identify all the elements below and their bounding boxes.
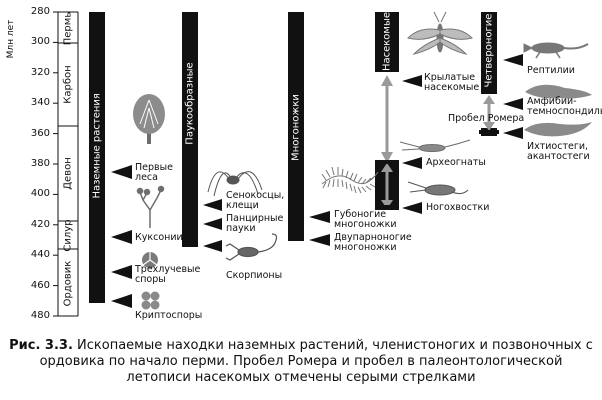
label-cooksonia: Куксонии: [135, 232, 183, 243]
temnospondyl-icon: [525, 84, 592, 99]
tree-icon: [133, 94, 165, 144]
pointer-arrow: [309, 234, 330, 246]
column-tetrapods: Четвероногие: [483, 13, 495, 88]
tick-label: 440: [30, 249, 50, 261]
tick-label: 300: [30, 36, 50, 48]
period-devon: Девон: [62, 157, 74, 190]
pointer-arrow: [402, 157, 422, 169]
pointer-arrows: [111, 54, 523, 308]
label-cryptospores: Криптоспоры: [135, 310, 203, 321]
insect-gap-tick: [377, 160, 397, 164]
label-reptiles: Рептилии: [527, 65, 575, 76]
pointer-arrow: [503, 54, 523, 66]
pointer-arrow: [111, 294, 132, 308]
tick-label: 420: [30, 218, 50, 230]
column-myriapods: Многоножки: [290, 94, 302, 161]
pointer-arrow: [203, 199, 222, 211]
pointer-arrow: [503, 127, 523, 139]
label-temnospondyls: Амфибии- темноспондилы: [527, 96, 602, 117]
pointer-arrow: [203, 218, 222, 230]
label-armored-spiders: Панцирные пауки: [226, 213, 284, 234]
springtail-icon: [407, 181, 469, 196]
column-plants: Наземные растения: [91, 93, 103, 199]
insect-gap-arrow-upper: [381, 75, 393, 163]
romer-gap-arrow: [483, 95, 495, 131]
label-scorpions: Скорпионы: [226, 270, 283, 281]
label-ichthyostega: Ихтиостеги, акантостеги: [527, 141, 590, 162]
pointer-arrow: [111, 265, 132, 279]
pointer-arrow: [111, 230, 132, 244]
period-perm: Пермь: [62, 11, 74, 46]
label-harvestmen: Сенокосцы, клещи: [226, 190, 285, 211]
label-millipedes: Двупарноногие многоножки: [334, 232, 412, 253]
label-winged-insects: Крылатые насекомые: [424, 72, 480, 93]
romer-gap-tick: [479, 130, 499, 134]
tick-label: 480: [30, 310, 50, 321]
arachnids-bar: [182, 12, 198, 247]
label-first-forests: Первые леса: [135, 162, 173, 183]
tick-label: 400: [30, 188, 50, 200]
insect-gap-tick: [377, 205, 397, 209]
pointer-arrow: [203, 240, 222, 252]
pointer-arrow: [402, 75, 422, 87]
label-archaeognatha: Археогнаты: [426, 157, 486, 168]
cooksonia-icon: [136, 185, 165, 228]
caption-label: Рис. 3.3.: [9, 338, 73, 353]
tick-label: 460: [30, 279, 50, 291]
trilete-spore-icon: [142, 252, 158, 268]
label-springtails: Ногохвостки: [426, 202, 490, 213]
tick-label: 360: [30, 127, 50, 139]
centipede-icon: [321, 166, 379, 194]
label-trilete-spores: Трехлучевые споры: [135, 264, 201, 285]
pointer-arrow: [402, 202, 422, 214]
harvestman-icon: [207, 171, 263, 197]
figure-caption: Рис. 3.3. Ископаемые находки наземных ра…: [6, 338, 596, 386]
label-centipedes: Губоногие многоножки: [334, 209, 397, 230]
insect-gap-arrow-lower: [381, 163, 393, 209]
scorpion-icon: [225, 233, 278, 261]
cryptospore-icon: [141, 291, 160, 310]
myriapods-bar: [288, 12, 304, 241]
pointer-arrow: [309, 211, 330, 223]
insects-bar-upper: [375, 12, 399, 72]
tick-label: 380: [30, 158, 50, 169]
tick-marks: [53, 11, 58, 317]
tick-label: 280: [30, 6, 50, 17]
pointer-arrow: [503, 98, 523, 110]
plants-bar: [89, 12, 105, 303]
tetrapods-bar: [481, 12, 497, 94]
period-ordovik: Ордовик: [62, 260, 74, 307]
caption-text: Ископаемые находки наземных растений, чл…: [39, 338, 593, 385]
reptile-icon: [523, 42, 589, 59]
ichthyostega-icon: [524, 122, 592, 137]
column-arachnids: Паукообразные: [184, 62, 196, 145]
column-insects: Насекомые: [381, 11, 393, 72]
winged-insect-icon: [407, 11, 473, 55]
tick-label: 320: [30, 66, 50, 78]
pointer-arrow: [111, 165, 132, 179]
tick-label: 340: [30, 97, 50, 109]
archaeognath-icon: [399, 139, 471, 152]
period-carbon: Карбон: [62, 65, 74, 104]
label-romer-gap: Пробел Ромера: [448, 113, 525, 124]
